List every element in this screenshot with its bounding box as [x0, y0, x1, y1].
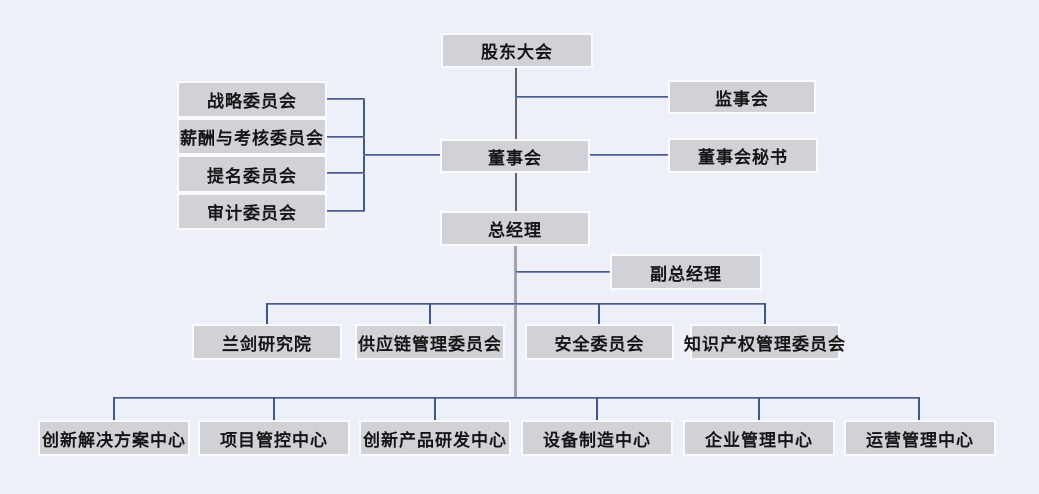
bottom-drop-product-rd: [434, 397, 436, 420]
stub-remuneration-committee: [326, 136, 365, 138]
node-equipment-manufacturing-center: 设备制造中心: [521, 420, 673, 456]
node-supply-chain-committee: 供应链管理委员会: [355, 324, 505, 360]
mid-drop-ip: [764, 303, 766, 324]
node-nomination-committee: 提名委员会: [177, 155, 327, 193]
stub-nomination-committee: [326, 172, 365, 174]
node-shareholders-meeting: 股东大会: [441, 33, 593, 68]
mid-distribution-line: [266, 303, 766, 305]
connector-board-secretary: [590, 154, 668, 156]
mid-drop-safety: [598, 303, 600, 324]
node-research-institute: 兰剑研究院: [192, 324, 342, 360]
bottom-drop-innovation-solutions: [113, 397, 115, 420]
mid-drop-supply-chain: [429, 303, 431, 324]
bottom-drop-project-control: [273, 397, 275, 420]
node-general-manager: 总经理: [440, 211, 590, 246]
node-ip-management-committee: 知识产权管理委员会: [684, 324, 845, 360]
node-audit-committee: 审计委员会: [177, 193, 327, 230]
node-deputy-general-manager: 副总经理: [610, 254, 762, 290]
spine-shareholders-to-board: [515, 68, 517, 139]
stub-strategy-committee: [326, 98, 365, 100]
stub-audit-committee: [326, 210, 365, 212]
node-operations-management-center: 运营管理中心: [844, 420, 996, 456]
bottom-drop-enterprise: [758, 397, 760, 420]
connector-supervisory-board: [516, 96, 668, 98]
node-product-rd-center: 创新产品研发中心: [359, 420, 511, 456]
node-safety-committee: 安全委员会: [525, 324, 674, 360]
connector-committees-to-board: [363, 154, 440, 156]
node-board-of-directors: 董事会: [440, 139, 590, 173]
mid-drop-research-institute: [266, 303, 268, 324]
bottom-drop-operations: [918, 397, 920, 420]
node-innovation-solutions-center: 创新解决方案中心: [38, 420, 190, 456]
bottom-drop-equipment: [596, 397, 598, 420]
node-enterprise-management-center: 企业管理中心: [683, 420, 835, 456]
node-board-secretary: 董事会秘书: [668, 138, 818, 173]
node-strategy-committee: 战略委员会: [177, 81, 327, 118]
spine-gm-to-bottom: [514, 246, 517, 398]
node-remuneration-committee: 薪酬与考核委员会: [177, 118, 327, 155]
node-project-control-center: 项目管控中心: [198, 420, 350, 456]
spine-board-to-gm: [515, 173, 517, 211]
bottom-distribution-line: [113, 397, 920, 399]
node-supervisory-board: 监事会: [668, 80, 816, 114]
connector-deputy-gm: [516, 271, 610, 273]
